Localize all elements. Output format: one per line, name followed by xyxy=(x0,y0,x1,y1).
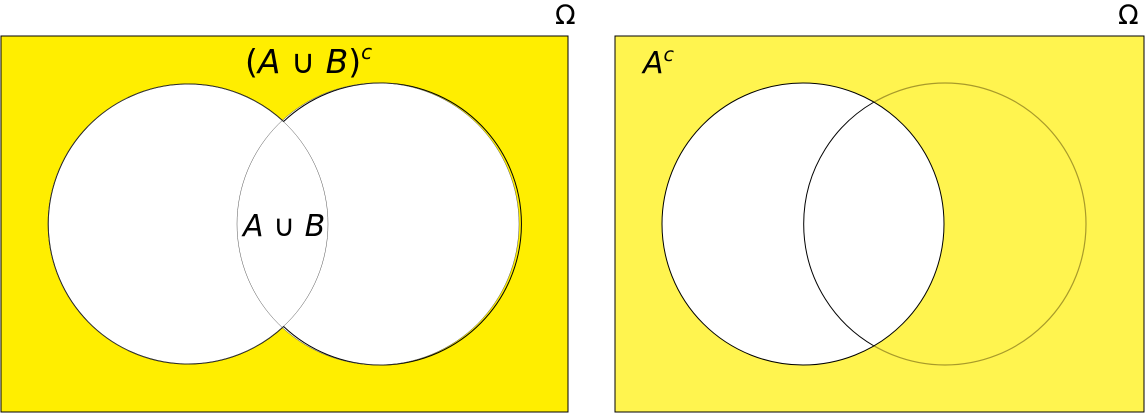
right-omega-label: Ω xyxy=(1118,0,1139,31)
left-circle-b xyxy=(237,83,519,365)
right-circle-a xyxy=(661,82,945,366)
complement-superscript: c xyxy=(361,40,372,64)
union-symbol: ∪ xyxy=(280,42,325,81)
paren-close: ) xyxy=(348,42,361,81)
set-a-symbol: A xyxy=(241,209,264,244)
union-symbol: ∪ xyxy=(264,209,305,244)
left-union-label: A ∪ B xyxy=(241,209,325,244)
complement-superscript: c xyxy=(664,44,675,66)
left-complement-label: (A ∪ B)c xyxy=(245,40,372,81)
set-a-symbol: A xyxy=(256,42,281,81)
set-b-symbol: B xyxy=(326,42,349,81)
left-circle-b-inner-edge xyxy=(236,82,520,366)
set-b-symbol: B xyxy=(305,209,326,244)
left-omega-label: Ω xyxy=(555,0,576,31)
right-complement-label: Ac xyxy=(641,44,675,81)
left-circle-a-inner-edge xyxy=(47,83,329,365)
right-circle-b-inner-arc xyxy=(803,101,875,347)
paren-open: ( xyxy=(245,42,258,81)
set-a-symbol: A xyxy=(641,46,664,81)
right-venn-diagram: Ω Ac xyxy=(614,0,1145,413)
left-venn-diagram: Ω (A ∪ B)c A ∪ B xyxy=(0,0,576,413)
